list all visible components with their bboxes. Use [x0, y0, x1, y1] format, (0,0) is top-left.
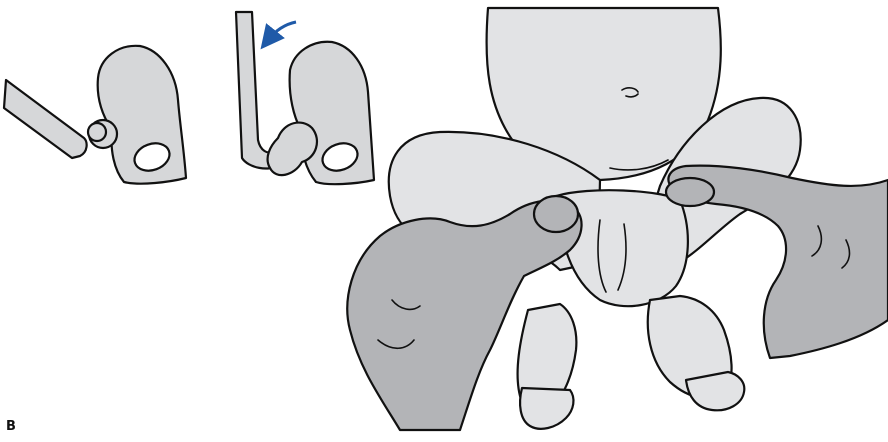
panel-label: B	[6, 419, 16, 434]
hip-joint-inset-dislocated	[2, 44, 188, 185]
right-foot	[684, 370, 746, 412]
rotation-arrow	[260, 20, 297, 50]
left-thumb	[532, 194, 580, 234]
left-hand	[346, 199, 583, 432]
navel	[621, 87, 639, 98]
obturator-foramen	[321, 142, 359, 172]
femur-shaft	[2, 78, 88, 160]
right-hand	[667, 164, 888, 360]
examiner-hands	[346, 164, 888, 432]
infant-pelvis	[554, 189, 689, 308]
hip-joint-inset-reduced	[234, 10, 376, 186]
left-foot	[519, 386, 575, 430]
right-thumb	[664, 176, 716, 208]
femoral-head	[266, 121, 319, 177]
obturator-foramen	[133, 142, 171, 172]
